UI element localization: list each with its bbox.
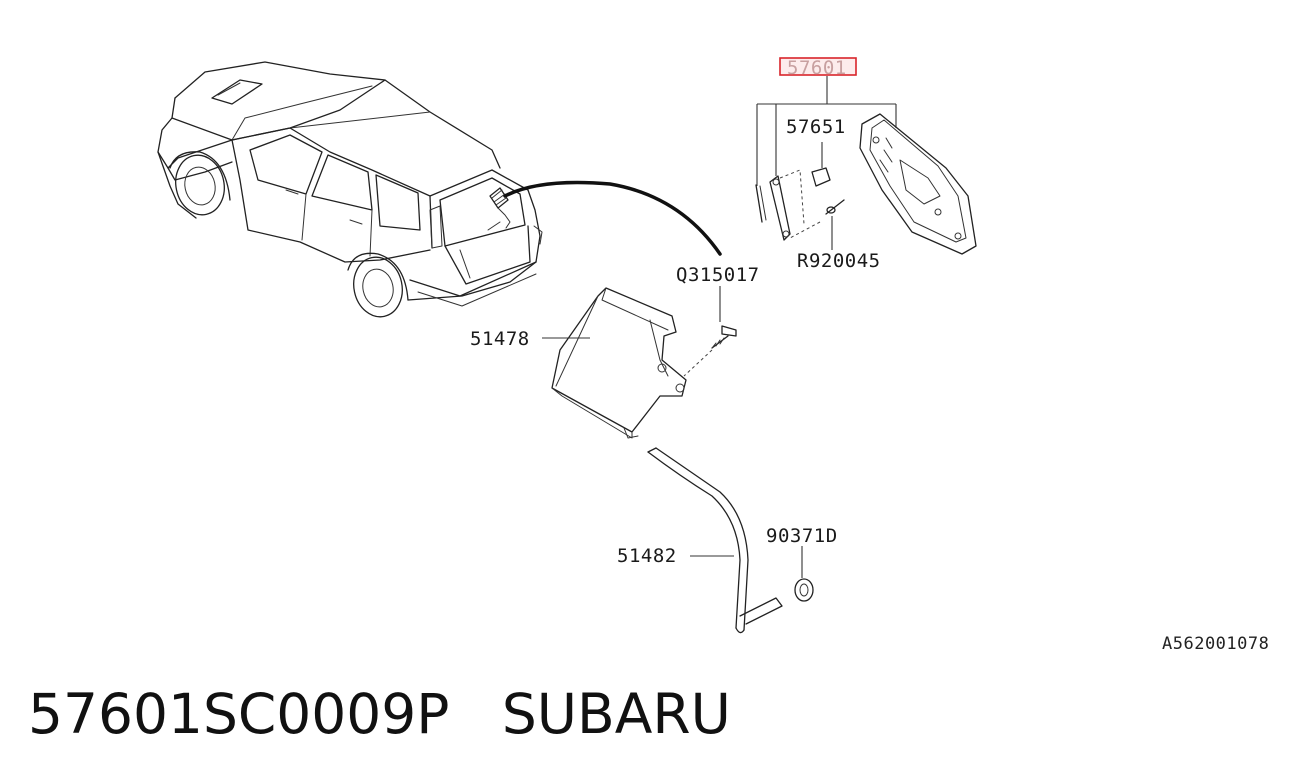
- washer-hose-route: [503, 180, 722, 256]
- part-number: 57601SC0009P: [28, 682, 450, 746]
- washer-nozzle-assy-group: 57601 57651 R920045: [755, 57, 977, 272]
- nozzle-cover-gasket: [859, 113, 977, 255]
- nozzle-bracket: [769, 175, 791, 241]
- washer-tank-51478: [551, 287, 687, 433]
- washer-hose-group: 51482 90371D: [617, 447, 838, 634]
- vehicle-illustration: [157, 61, 543, 318]
- screw-Q315017: [721, 325, 737, 337]
- part-title: 57601SC0009P SUBARU: [28, 682, 731, 746]
- washer-tank-group: Q315017 51478: [470, 264, 760, 439]
- grommet-90371D: [794, 578, 814, 602]
- callout-51482[interactable]: 51482: [617, 545, 677, 567]
- illustration-code: A562001078: [1162, 634, 1270, 654]
- callout-51478[interactable]: 51478: [470, 328, 530, 350]
- washer-hose-51482: [647, 451, 741, 629]
- callout-57601-highlight[interactable]: [779, 57, 857, 76]
- callout-90371D[interactable]: 90371D: [766, 525, 838, 547]
- callout-Q315017[interactable]: Q315017: [676, 264, 760, 286]
- callout-R920045[interactable]: R920045: [797, 250, 881, 272]
- brand-name: SUBARU: [501, 682, 731, 746]
- callout-57601[interactable]: 57601: [787, 57, 847, 79]
- clip-part-57651: [811, 167, 831, 187]
- callout-57651[interactable]: 57651: [786, 116, 846, 138]
